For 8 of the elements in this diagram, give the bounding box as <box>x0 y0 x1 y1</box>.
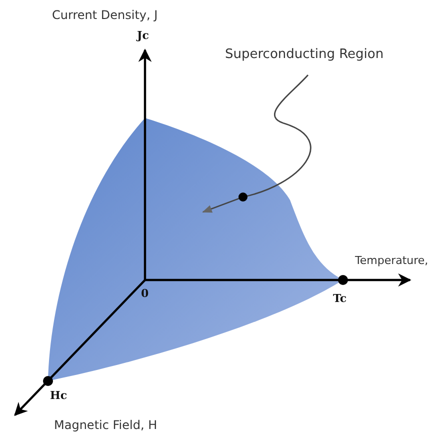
axis-value: Jc <box>137 29 149 43</box>
region-label: Superconducting Region <box>225 48 384 62</box>
axis-label: Current Density, J <box>52 8 158 22</box>
axis-value: Tc <box>333 292 347 306</box>
axis-label: Temperature, <box>355 254 428 268</box>
axis-value: 0 <box>141 287 149 301</box>
axis-value: Hc <box>50 389 68 403</box>
axis-label: Magnetic Field, H <box>54 418 158 432</box>
